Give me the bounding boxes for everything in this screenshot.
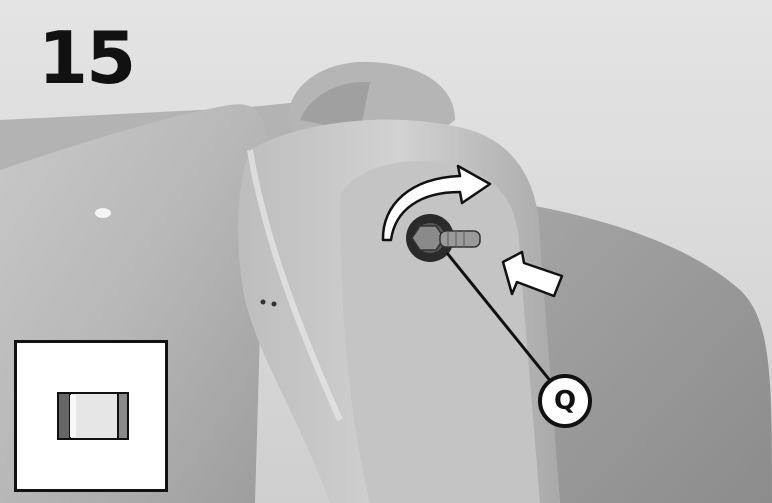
nut-body: [70, 393, 118, 439]
rivet-hole: [261, 300, 266, 305]
nut-highlight: [70, 395, 76, 437]
part-inset: [14, 340, 168, 492]
bolt-shaft: [440, 231, 480, 247]
callout-label: Q: [554, 386, 576, 416]
nut-right-chamfer: [118, 393, 128, 439]
rivet-hole: [272, 302, 277, 307]
step-number: 15: [38, 22, 134, 94]
highlight: [95, 208, 111, 218]
hex-nut-icon: [17, 343, 165, 489]
nut-left-chamfer: [58, 393, 70, 439]
nut: [412, 226, 444, 250]
callout-q: Q: [538, 374, 592, 428]
